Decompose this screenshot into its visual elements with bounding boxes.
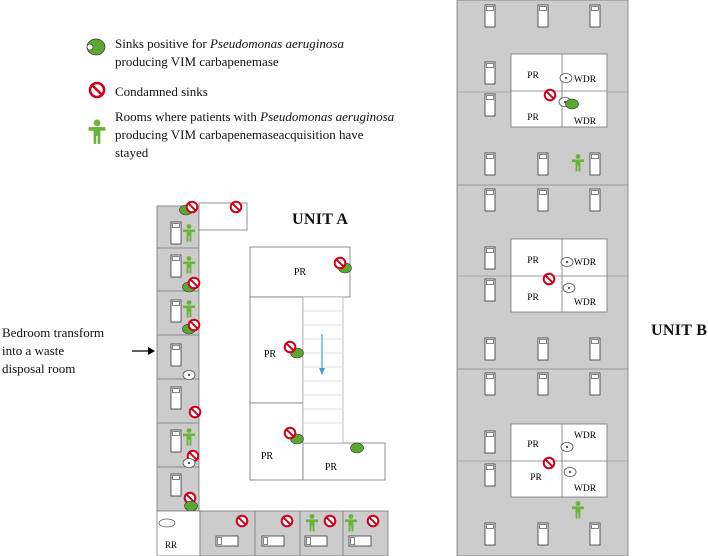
unit-a-bottom-row: RR: [156, 510, 389, 556]
svg-text:WDR: WDR: [574, 484, 597, 494]
svg-text:WDR: WDR: [574, 431, 597, 441]
svg-text:PR: PR: [527, 440, 539, 450]
legend-positive-sink-icon: [86, 38, 106, 56]
svg-text:PR: PR: [527, 293, 539, 303]
svg-text:PR: PR: [264, 349, 277, 360]
svg-text:WDR: WDR: [574, 298, 597, 308]
svg-text:RR: RR: [165, 540, 177, 550]
svg-text:PR: PR: [325, 462, 338, 473]
svg-text:PR: PR: [527, 256, 539, 266]
unit-a-left-wing: [156, 200, 248, 512]
legend-rooms-text: Rooms where patients with Pseudomonas ae…: [115, 109, 395, 160]
unit-a-title: UNIT A: [292, 211, 349, 228]
svg-text:WDR: WDR: [574, 117, 597, 127]
svg-text:PR: PR: [530, 473, 542, 483]
waste-room-annotation: Bedroom transform into a waste disposal …: [2, 325, 105, 376]
unit-b-title: UNIT B: [651, 322, 708, 339]
svg-text:WDR: WDR: [574, 75, 597, 85]
legend-positive-sinks-text: Sinks positive for Pseudomonas aeruginos…: [115, 36, 344, 69]
unit-a-central-block: PR PR PR PR: [249, 246, 386, 481]
svg-text:PR: PR: [294, 267, 307, 278]
stairwell: [302, 296, 344, 444]
legend-condemned-icon: [88, 81, 106, 99]
legend-condemned-text: Condamned sinks: [115, 84, 208, 99]
unit-b: PR PR WDR WDR PR PR WDR WDR: [456, 0, 629, 556]
legend-patient-icon: [88, 119, 106, 144]
annotation-arrow: [132, 347, 155, 355]
svg-text:PR: PR: [527, 113, 539, 123]
svg-text:PR: PR: [527, 71, 539, 81]
svg-text:PR: PR: [261, 451, 274, 462]
svg-text:WDR: WDR: [574, 258, 597, 268]
